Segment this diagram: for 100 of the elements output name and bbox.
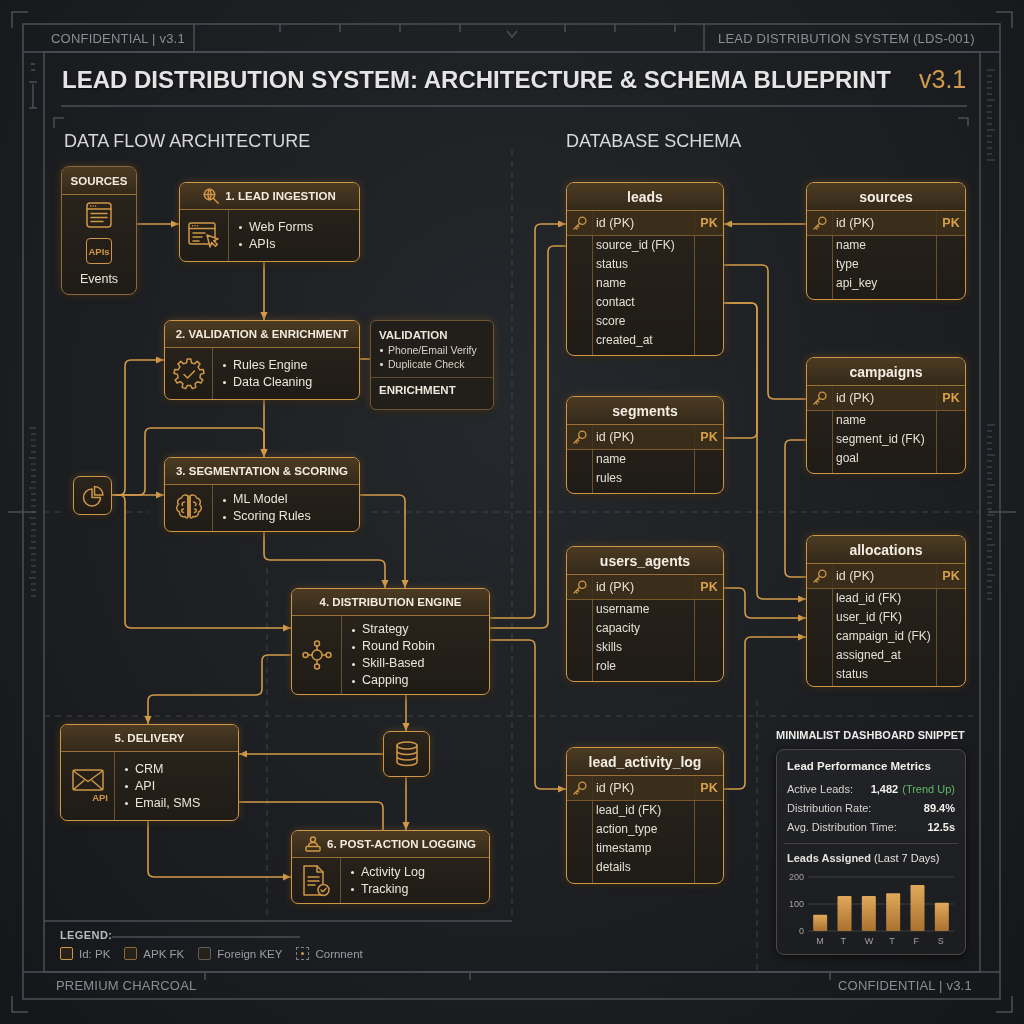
process-box — [164, 320, 360, 400]
process-box — [291, 830, 490, 904]
connector-line — [784, 439, 807, 578]
axis-category-label: M — [816, 936, 824, 946]
column-name: campaign_id (FK) — [835, 628, 931, 645]
list-item: ML Model — [222, 491, 288, 508]
list-item: APIs — [238, 235, 276, 253]
process-box — [60, 724, 239, 821]
column-name: id (PK) — [835, 216, 876, 230]
section-heading: DATA FLOW ARCHITECTURE — [64, 131, 311, 153]
column-name: lead_id (FK) — [595, 802, 662, 819]
column-name: name — [835, 412, 867, 429]
arrow — [402, 776, 410, 831]
arrow — [238, 750, 384, 758]
key-label: PK — [941, 391, 961, 405]
column-name: assigned_at — [835, 647, 901, 664]
list-item: Capping — [351, 672, 409, 689]
panel-heading: MINIMALIST DASHBOARD SNIPPET — [776, 728, 965, 743]
column-name: username — [595, 601, 650, 618]
key-label: PK — [941, 216, 961, 230]
list-item: Rules Engine — [222, 356, 308, 374]
column-name: name — [595, 275, 627, 292]
arrow — [359, 494, 409, 589]
arrow — [144, 654, 292, 725]
step-title: 2. VALIDATION & ENRICHMENT — [175, 327, 349, 341]
version-label: v3.1 — [919, 64, 967, 94]
axis-tick-label: 200 — [788, 872, 804, 882]
database-table — [806, 357, 966, 474]
arrow — [489, 639, 567, 793]
list-item: Email, SMS — [124, 794, 201, 812]
axis-category-label: F — [913, 936, 919, 946]
table-name: leads — [627, 188, 663, 205]
arrow — [136, 220, 180, 228]
panel-title: SOURCES — [70, 173, 128, 188]
list-item: Scoring Rules — [222, 508, 311, 525]
arrow — [111, 494, 292, 632]
list-item: Skill-Based — [351, 655, 425, 672]
metric-value: 12.5s — [927, 820, 955, 835]
list-item: Web Forms — [238, 218, 314, 236]
list-item: Round Robin — [351, 638, 435, 655]
table-name: sources — [859, 188, 913, 205]
process-box — [179, 182, 360, 262]
column-name: id (PK) — [595, 580, 636, 594]
database-table — [566, 396, 724, 494]
chart-title: Leads Assigned (Last 7 Days) — [787, 851, 940, 865]
axis-category-label: W — [864, 936, 874, 946]
table-name: segments — [612, 402, 678, 419]
step-title: 3. SEGMENTATION & SCORING — [175, 464, 349, 478]
source-label: Events — [79, 272, 119, 287]
key-label: PK — [941, 569, 961, 583]
api-tag: APIs — [86, 238, 112, 264]
axis-tick-label: 0 — [799, 926, 804, 936]
page-title: LEAD DISTRIBUTION SYSTEM: ARCHITECTURE & SCHEMA BLUEPRINT — [62, 65, 891, 94]
column-name: role — [595, 658, 616, 675]
column-name: score — [595, 313, 626, 330]
legend-label: Cornnent — [315, 947, 363, 960]
key-label: PK — [699, 430, 719, 444]
table-name: lead_activity_log — [588, 753, 702, 770]
database-table — [806, 535, 966, 687]
list-item: Phone/Email Verify — [379, 343, 477, 357]
trend-label: (Trend Up) — [902, 782, 955, 797]
axis-tick-label: 100 — [788, 899, 804, 909]
list-item: Duplicate Check — [379, 357, 465, 371]
column-name: type — [835, 256, 859, 273]
connector-line — [359, 358, 371, 360]
column-name: source_id (FK) — [595, 237, 675, 254]
metric-value: 1,482 — [870, 782, 899, 797]
list-item: Data Cleaning — [222, 373, 313, 391]
table-name: campaigns — [849, 363, 923, 380]
axis-category-label: T — [889, 936, 895, 946]
key-label: PK — [699, 216, 719, 230]
step-title: 5. DELIVERY — [114, 731, 185, 745]
list-item: CRM — [124, 760, 164, 778]
column-name: id (PK) — [595, 430, 636, 444]
note-heading: VALIDATION — [379, 328, 448, 343]
column-name: id (PK) — [835, 391, 876, 405]
column-name: name — [595, 451, 627, 468]
metric-label: Distribution Rate: — [787, 801, 872, 816]
note-heading: ENRICHMENT — [379, 383, 456, 398]
arrow — [723, 633, 807, 790]
process-box — [164, 457, 360, 532]
pie-chart-icon — [73, 476, 112, 515]
legend-label: Id: PK — [79, 947, 111, 960]
axis-category-label: T — [840, 936, 846, 946]
list-item: API — [124, 777, 156, 795]
arrow — [263, 531, 389, 589]
key-label: PK — [699, 580, 719, 594]
database-table — [566, 182, 724, 356]
column-name: segment_id (FK) — [835, 431, 925, 448]
column-name: rules — [595, 470, 622, 487]
axis-category-label: S — [937, 936, 944, 946]
card-title: Lead Performance Metrics — [787, 759, 931, 774]
step-title: 1. LEAD INGESTION — [225, 189, 336, 203]
list-item: Tracking — [350, 880, 409, 898]
key-label: PK — [699, 781, 719, 795]
column-name: skills — [595, 639, 622, 656]
arrow — [147, 820, 292, 881]
database-table — [566, 546, 724, 682]
metric-value: 89.4% — [923, 801, 955, 816]
column-name: timestamp — [595, 840, 652, 857]
